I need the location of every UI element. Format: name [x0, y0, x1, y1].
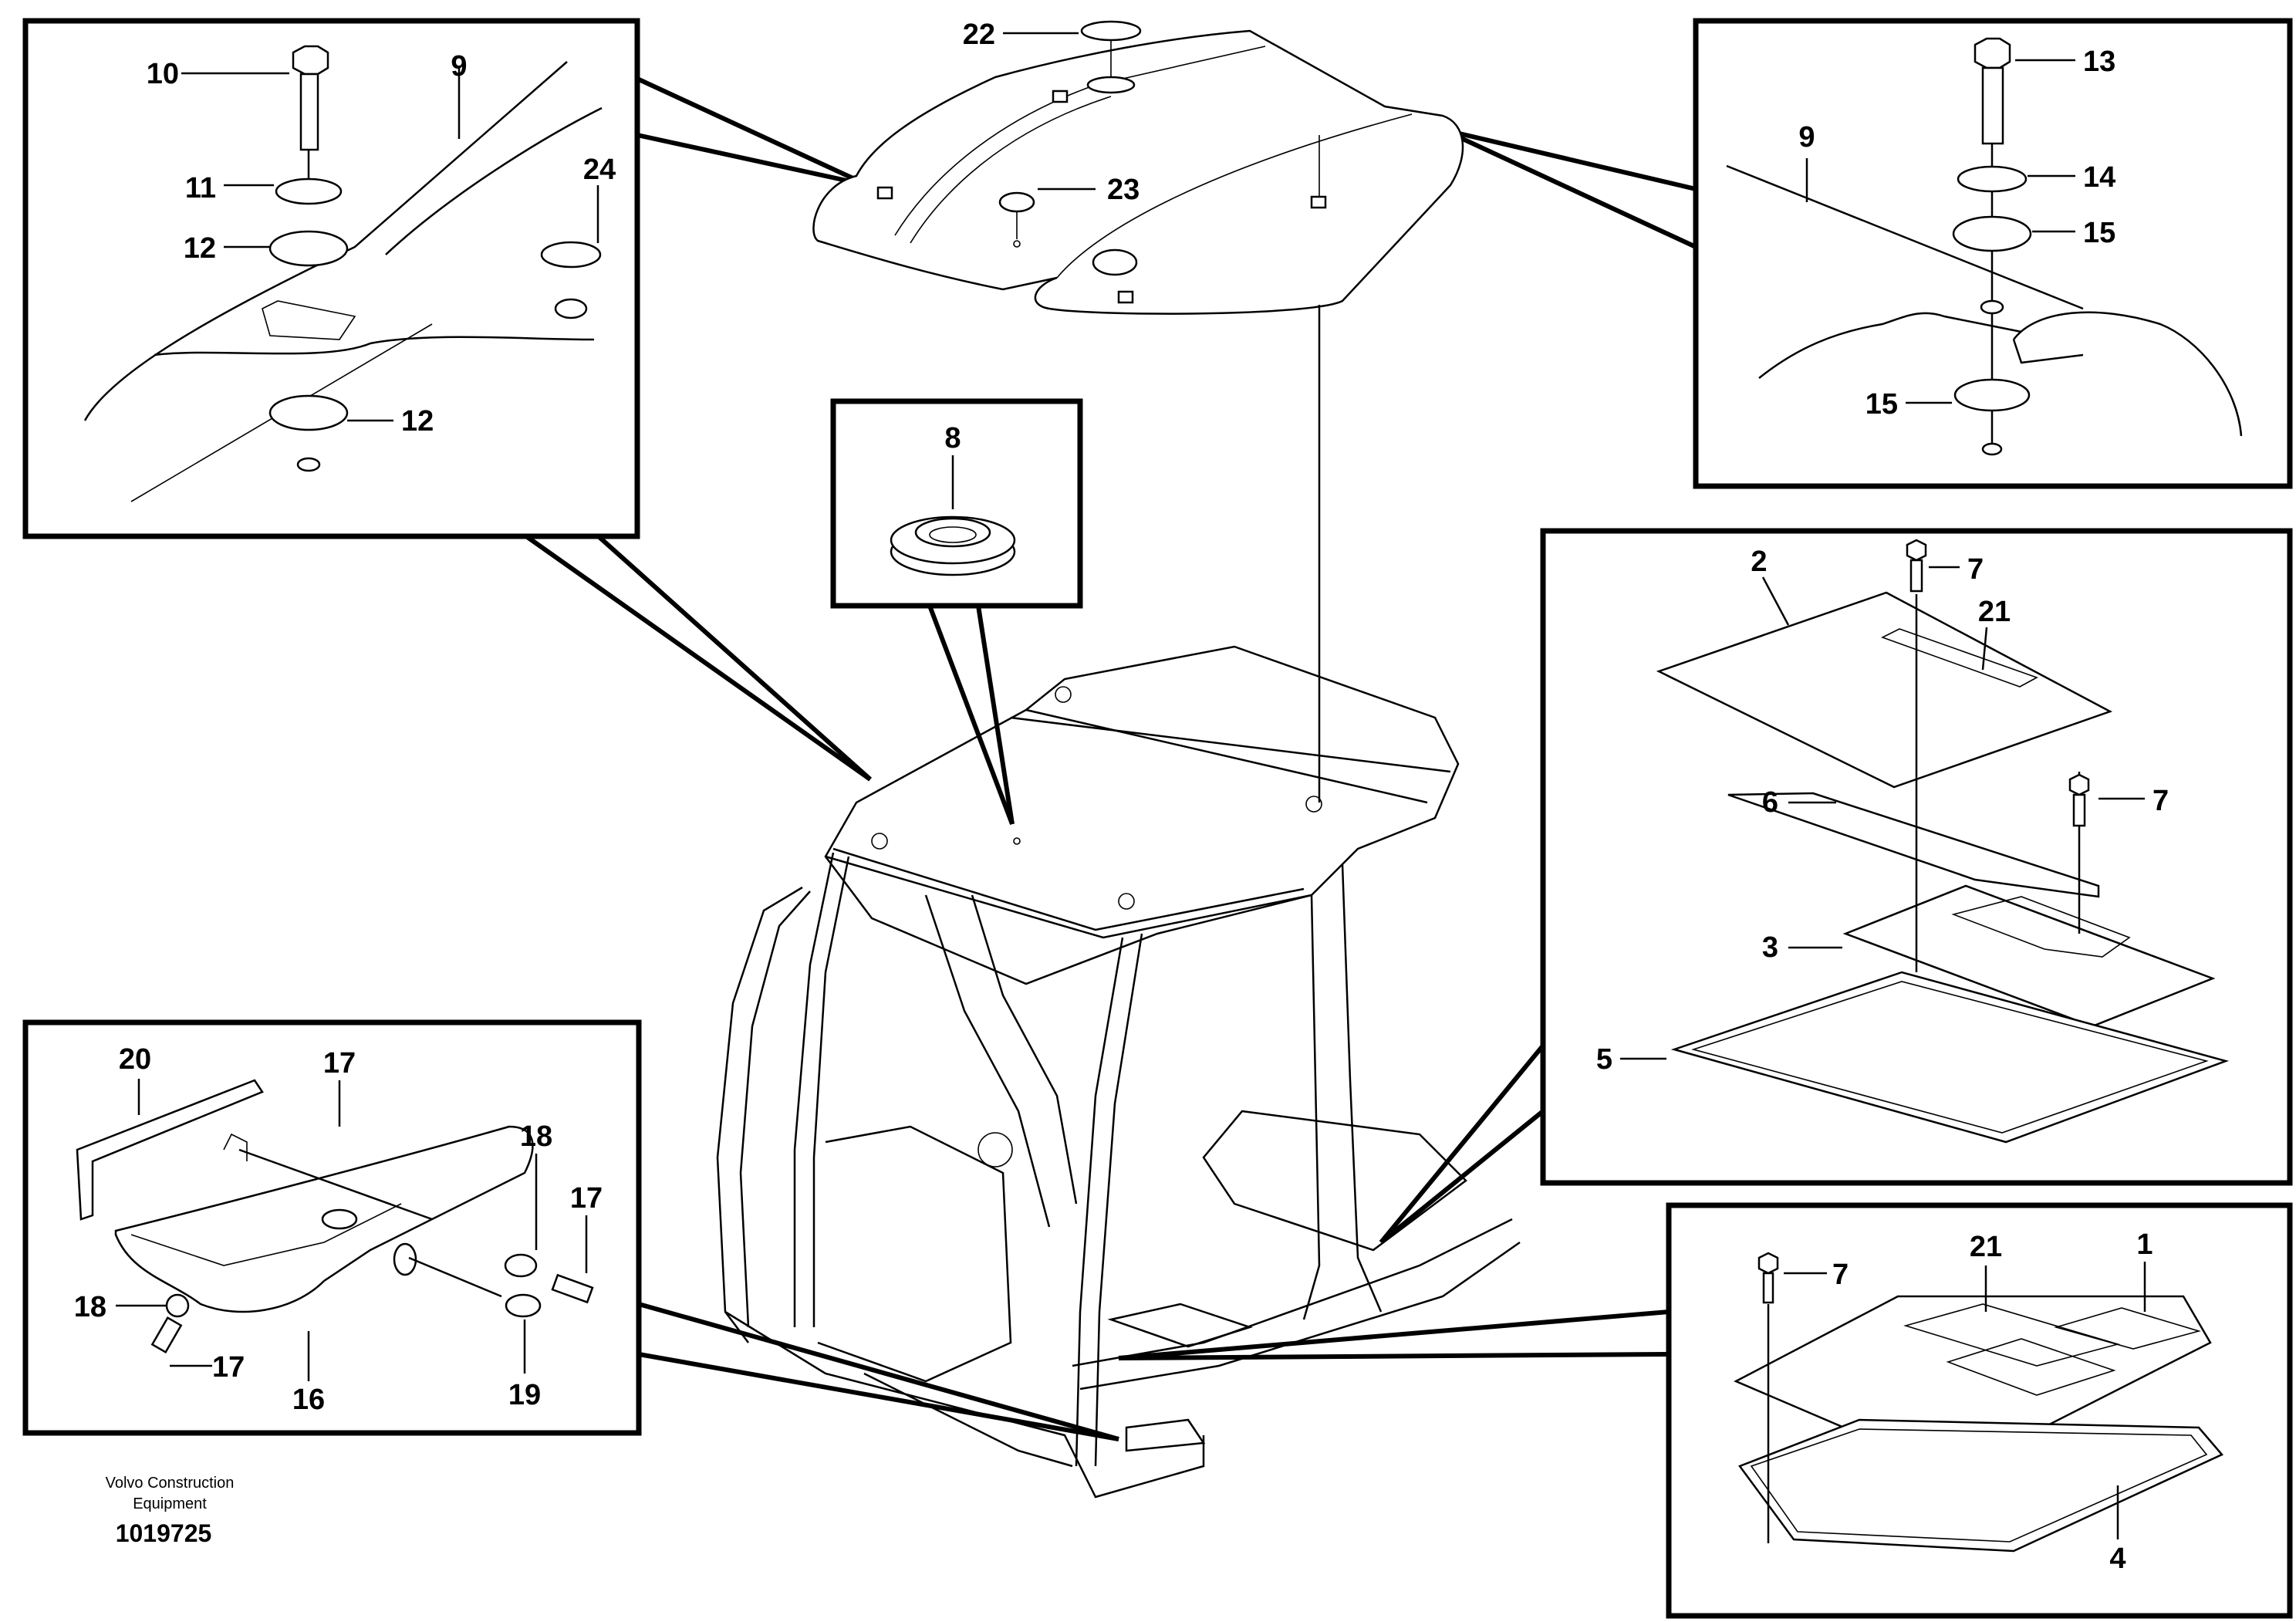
callout-13: 13 — [2083, 46, 2115, 78]
callout-15: 15 — [1866, 388, 1898, 421]
callout-11: 11 — [185, 172, 216, 204]
detail-box-floor-plate: 7 21 1 4 — [1666, 1202, 2293, 1619]
company-name-line2: Equipment — [133, 1495, 207, 1512]
callout-21: 21 — [1970, 1231, 2002, 1263]
detail-box-top-left: 10 9 11 12 24 12 — [22, 18, 640, 539]
callout-1: 1 — [2136, 1228, 2152, 1261]
callout-18: 18 — [74, 1291, 106, 1323]
callout-17: 17 — [212, 1351, 245, 1384]
detail-box-step-bracket: 20 17 18 17 18 17 16 19 — [22, 1019, 642, 1436]
callout-7: 7 — [1832, 1259, 1849, 1291]
callout-9: 9 — [451, 50, 467, 83]
callout-20: 20 — [119, 1043, 151, 1076]
detail-box-grommet: 8 — [830, 398, 1083, 609]
callout-24: 24 — [583, 154, 616, 186]
callout-17: 17 — [323, 1047, 356, 1080]
caption-block: Volvo Construction Equipment 1019725 — [106, 1475, 235, 1547]
company-name-line1: Volvo Construction — [106, 1475, 235, 1492]
callout-4: 4 — [2109, 1543, 2125, 1575]
callout-23: 23 — [1107, 174, 1140, 206]
callout-19: 19 — [508, 1379, 541, 1411]
callout-14: 14 — [2083, 161, 2115, 194]
callout-22: 22 — [963, 19, 995, 51]
callout-9: 9 — [1798, 121, 1815, 154]
callout-12: 12 — [401, 405, 434, 438]
callout-2: 2 — [1751, 546, 1767, 578]
zoom-cones — [519, 76, 1697, 1441]
callout-3: 3 — [1762, 931, 1778, 964]
roof-callouts: 22 23 — [963, 19, 1140, 206]
callout-7: 7 — [1967, 553, 1984, 586]
callout-21: 21 — [1978, 596, 2011, 628]
callout-7: 7 — [2152, 785, 2169, 817]
callout-5: 5 — [1596, 1043, 1612, 1076]
cab-frame — [716, 645, 1521, 1499]
callout-18: 18 — [520, 1120, 552, 1153]
roof-panel-exploded — [812, 20, 1464, 803]
callout-8: 8 — [944, 422, 961, 454]
detail-box-top-right: 13 9 14 15 15 — [1693, 18, 2293, 489]
callout-15: 15 — [2083, 217, 2115, 249]
callout-17: 17 — [570, 1182, 603, 1215]
callout-10: 10 — [147, 58, 179, 90]
detail-box-hatch: 2 7 21 6 7 3 5 — [1540, 528, 2293, 1186]
drawing-number: 1019725 — [116, 1519, 212, 1547]
callout-12: 12 — [184, 232, 216, 265]
callout-6: 6 — [1762, 786, 1778, 819]
callout-16: 16 — [292, 1384, 325, 1416]
